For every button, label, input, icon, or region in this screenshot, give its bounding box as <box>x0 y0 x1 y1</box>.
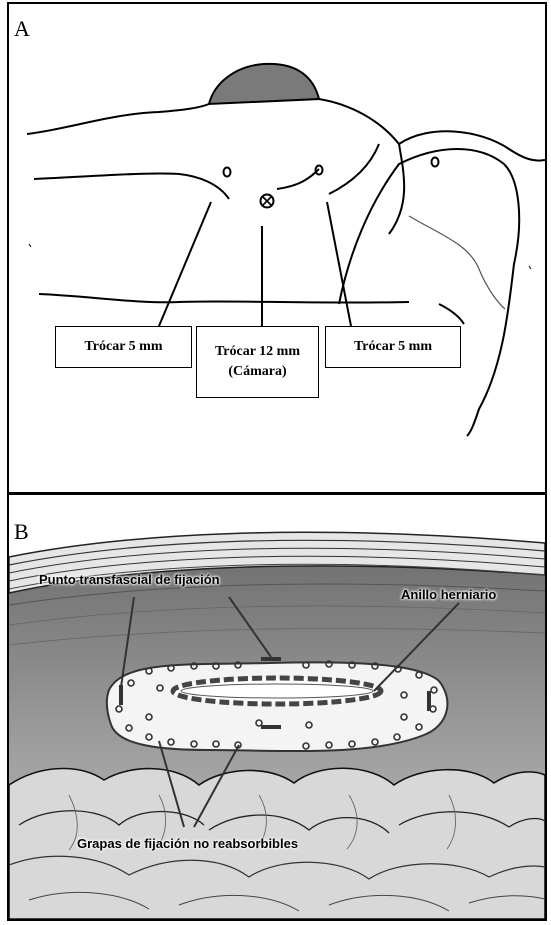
trocar-center-sublabel: (Cámara) <box>228 362 286 382</box>
patient-body-sketch <box>9 4 545 492</box>
right-leader-line <box>327 202 351 326</box>
hernia-ring-label: Anillo herniario <box>401 587 496 602</box>
hernia-ring <box>173 678 381 704</box>
camera-port-icon <box>261 195 274 208</box>
umbilical-region <box>209 64 319 104</box>
panel-b-letter: B <box>14 519 29 545</box>
trocar-center-box: Trócar 12 mm (Cámara) <box>196 326 319 398</box>
trocar-right-box: Trócar 5 mm <box>325 326 461 368</box>
figure-frame: A <box>7 2 547 921</box>
hernia-repair-illustration <box>9 495 545 919</box>
staples-label: Grapas de fijación no reabsorbibles <box>77 836 298 851</box>
trocar-left-box: Trócar 5 mm <box>55 326 192 368</box>
panel-b: B Punto transfascial de fijación Anillo … <box>9 495 545 919</box>
trocar-left-label: Trócar 5 mm <box>84 337 162 357</box>
panel-a: A <box>9 4 545 492</box>
lateral-port-icon <box>432 158 439 167</box>
left-port-icon <box>224 168 231 177</box>
trocar-center-label: Trócar 12 mm <box>215 342 300 362</box>
prosthetic-mesh <box>107 659 448 751</box>
transfascial-point-label: Punto transfascial de fijación <box>39 572 220 587</box>
trocar-right-label: Trócar 5 mm <box>354 337 432 357</box>
left-leader-line <box>159 202 211 326</box>
